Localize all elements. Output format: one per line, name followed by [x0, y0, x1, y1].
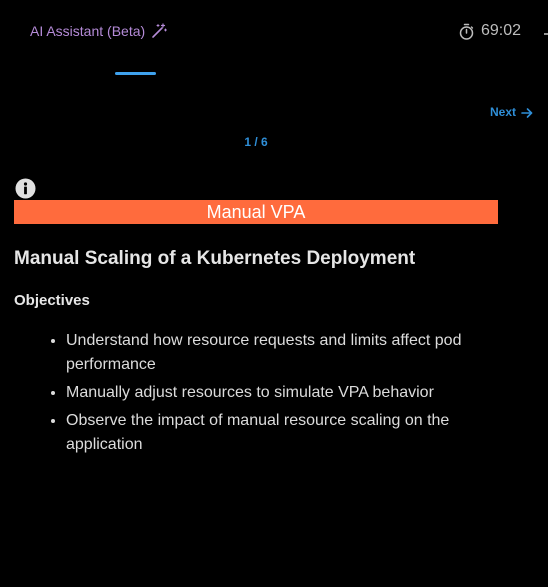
objectives-list: Understand how resource requests and lim…: [14, 329, 504, 461]
objectives-heading: Objectives: [14, 292, 90, 309]
list-item: Manually adjust resources to simulate VP…: [66, 381, 504, 405]
ai-assistant-label: AI Assistant (Beta): [30, 23, 146, 39]
list-item: Understand how resource requests and lim…: [66, 329, 504, 377]
page-indicator: 1 / 6: [244, 135, 268, 149]
lab-banner: Manual VPA: [14, 200, 498, 224]
stopwatch-icon: [458, 23, 475, 40]
active-tab-indicator: [115, 72, 156, 75]
list-item: Observe the impact of manual resource sc…: [66, 409, 504, 457]
ai-assistant-button[interactable]: AI Assistant (Beta): [30, 21, 168, 41]
page-title: Manual Scaling of a Kubernetes Deploymen…: [14, 248, 416, 269]
next-button[interactable]: Next: [490, 103, 533, 121]
more-options-icon[interactable]: [543, 27, 548, 37]
countdown-timer: 69:02: [458, 21, 521, 41]
next-label: Next: [490, 105, 517, 119]
info-icon[interactable]: [15, 178, 36, 199]
magic-wand-icon: [151, 23, 168, 39]
timer-value: 69:02: [481, 22, 522, 39]
arrow-right-icon: [521, 106, 533, 118]
